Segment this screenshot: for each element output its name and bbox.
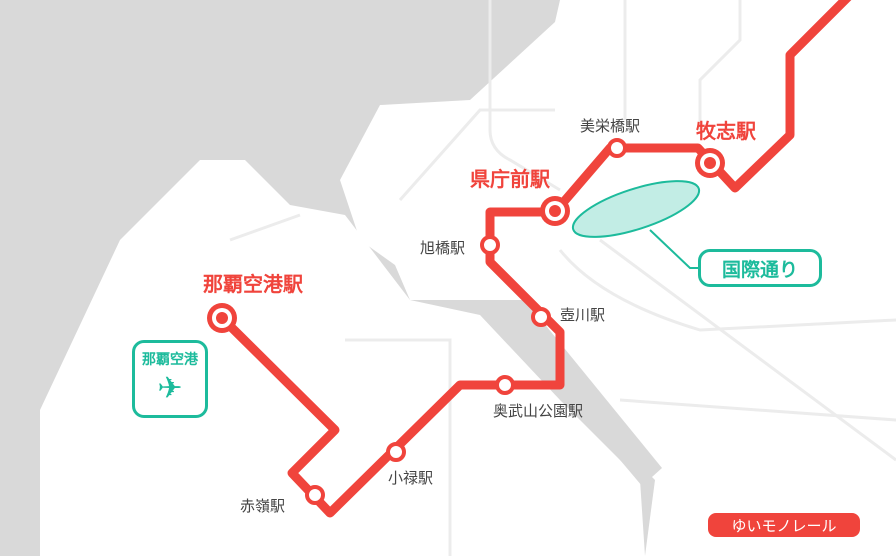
callout-leader (649, 229, 700, 269)
line-name: ゆいモノレール (731, 516, 837, 535)
airplane-icon: ✈ (157, 371, 183, 406)
land-south (40, 160, 645, 556)
station-marker-onoyama-koen[interactable] (495, 375, 515, 395)
station-marker-oroku[interactable] (386, 442, 406, 462)
landmark-label-kokusai-dori[interactable]: 国際通り (698, 249, 822, 287)
station-label-miebashi[interactable]: 美栄橋駅 (580, 117, 641, 135)
station-label-tsubogawa[interactable]: 壺川駅 (560, 306, 606, 324)
land-north (340, 0, 896, 556)
station-label-naha-airport[interactable]: 那覇空港駅 (203, 272, 303, 296)
airport-label: 那覇空港 (142, 352, 198, 368)
roads (229, 0, 896, 556)
airport-marker[interactable]: 那覇空港 ✈ (132, 340, 208, 418)
station-marker-makishi[interactable] (695, 148, 725, 178)
station-marker-miebashi[interactable] (607, 138, 627, 158)
station-marker-asahibashi[interactable] (480, 235, 500, 255)
landmark-label-text: 国際通り (721, 258, 798, 281)
station-label-akamine[interactable]: 赤嶺駅 (240, 497, 286, 515)
station-marker-kenchomae[interactable] (540, 196, 570, 226)
station-marker-akamine[interactable] (305, 485, 325, 505)
line-name-badge: ゆいモノレール (708, 513, 860, 537)
station-label-makishi[interactable]: 牧志駅 (696, 119, 756, 143)
kokusai-dori-area (571, 180, 701, 238)
station-label-asahibashi[interactable]: 旭橋駅 (420, 239, 466, 257)
station-marker-tsubogawa[interactable] (531, 307, 551, 327)
station-marker-naha-airport[interactable] (207, 303, 237, 333)
station-label-kenchomae[interactable]: 県庁前駅 (470, 167, 550, 191)
station-markers (207, 138, 725, 505)
station-label-oroku[interactable]: 小禄駅 (388, 469, 434, 487)
station-label-onoyama-koen[interactable]: 奥武山公園駅 (493, 402, 584, 420)
river (485, 300, 662, 486)
